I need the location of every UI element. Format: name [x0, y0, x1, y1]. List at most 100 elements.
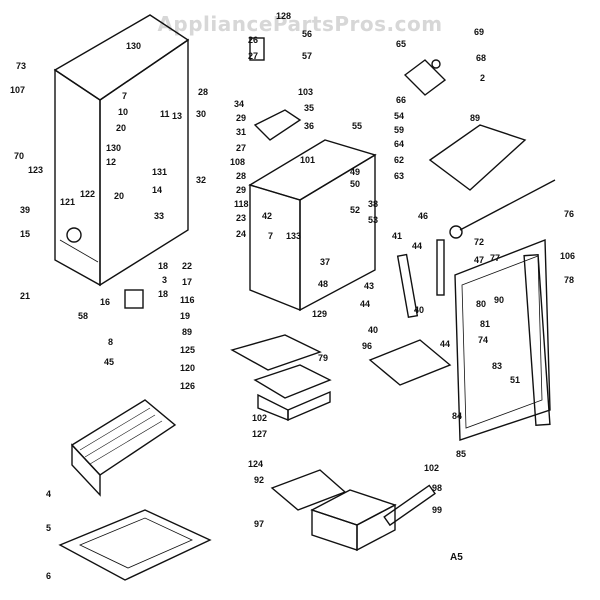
- callout-44b: 44: [360, 299, 371, 309]
- callout-46: 46: [418, 211, 429, 221]
- callout-49: 49: [350, 167, 361, 177]
- callout-3: 3: [162, 275, 168, 285]
- callout-85: 85: [456, 449, 467, 459]
- callout-120: 120: [180, 363, 196, 373]
- callout-40b: 40: [368, 325, 379, 335]
- callout-54: 54: [394, 111, 405, 121]
- callout-30: 30: [196, 109, 207, 119]
- callout-31: 31: [236, 127, 247, 137]
- callout-84: 84: [452, 411, 463, 421]
- callout-52: 52: [350, 205, 361, 215]
- callout-107: 107: [10, 85, 26, 95]
- diagram-code: A5: [450, 552, 463, 563]
- callout-32: 32: [196, 175, 207, 185]
- callout-19: 19: [180, 311, 191, 321]
- callout-92: 92: [254, 475, 265, 485]
- callout-90: 90: [494, 295, 505, 305]
- callout-37: 37: [320, 257, 331, 267]
- callout-65: 65: [396, 39, 407, 49]
- callout-26: 26: [248, 35, 259, 45]
- bottom-crisper: [270, 469, 397, 552]
- callout-73: 73: [16, 61, 27, 71]
- callout-69: 69: [474, 27, 485, 37]
- callout-2: 2: [480, 73, 486, 83]
- callout-129: 129: [312, 309, 328, 319]
- callout-13: 13: [172, 111, 183, 121]
- callout-121: 121: [60, 197, 76, 207]
- callout-12: 12: [106, 157, 117, 167]
- callout-29a: 29: [236, 113, 247, 123]
- callout-15: 15: [20, 229, 31, 239]
- callout-6: 6: [46, 571, 52, 581]
- callout-48: 48: [318, 279, 329, 289]
- callout-28b: 28: [236, 171, 247, 181]
- callout-43: 43: [364, 281, 375, 291]
- callout-14: 14: [152, 185, 163, 195]
- callout-16: 16: [100, 297, 111, 307]
- callout-102b: 102: [424, 463, 440, 473]
- callout-27b: 27: [236, 143, 247, 153]
- callout-133: 133: [286, 231, 302, 241]
- callout-55: 55: [352, 121, 363, 131]
- callout-62: 62: [394, 155, 405, 165]
- callout-130a: 130: [126, 41, 142, 51]
- callout-18a: 18: [158, 261, 169, 271]
- callout-89b: 89: [470, 113, 481, 123]
- callout-40a: 40: [414, 305, 425, 315]
- callout-80: 80: [476, 299, 487, 309]
- callout-42: 42: [262, 211, 273, 221]
- callout-125: 125: [180, 345, 196, 355]
- callout-106: 106: [560, 251, 576, 261]
- callout-63: 63: [394, 171, 405, 181]
- callout-20: 20: [116, 123, 127, 133]
- callout-50: 50: [350, 179, 361, 189]
- callout-77: 77: [490, 253, 501, 263]
- callout-29b: 29: [236, 185, 247, 195]
- callout-68: 68: [476, 53, 487, 63]
- callout-74: 74: [478, 335, 489, 345]
- callout-128: 128: [276, 11, 292, 21]
- callout-78: 78: [564, 275, 575, 285]
- callout-5: 5: [46, 523, 52, 533]
- callout-89: 89: [182, 327, 193, 337]
- liner-box: [248, 139, 377, 312]
- callout-57: 57: [302, 51, 313, 61]
- callout-126: 126: [180, 381, 196, 391]
- callout-41: 41: [392, 231, 403, 241]
- crisper-shelves: [230, 334, 452, 422]
- callout-45: 45: [104, 357, 115, 367]
- callout-33: 33: [154, 211, 165, 221]
- callout-122: 122: [80, 189, 96, 199]
- cabinet-shell: [53, 14, 190, 287]
- door-frame: [454, 238, 551, 441]
- callout-64: 64: [394, 139, 405, 149]
- callout-59: 59: [394, 125, 405, 135]
- callout-81: 81: [480, 319, 491, 329]
- callout-10: 10: [118, 107, 129, 117]
- callout-83: 83: [492, 361, 503, 371]
- callout-53: 53: [368, 215, 379, 225]
- callout-51: 51: [510, 375, 521, 385]
- callout-44a: 44: [412, 241, 423, 251]
- callout-18b: 18: [158, 289, 169, 299]
- callout-72: 72: [474, 237, 485, 247]
- callout-20b: 20: [114, 191, 125, 201]
- callout-108: 108: [230, 157, 246, 167]
- callout-35: 35: [304, 103, 315, 113]
- callout-38: 38: [368, 199, 379, 209]
- callout-102a: 102: [252, 413, 268, 423]
- callout-4: 4: [46, 489, 52, 499]
- drain-pan: [58, 509, 212, 581]
- callout-34: 34: [234, 99, 245, 109]
- callout-28a: 28: [198, 87, 209, 97]
- callout-7b: 7: [268, 231, 274, 241]
- callout-96: 96: [362, 341, 373, 351]
- callout-27a: 27: [248, 51, 259, 61]
- callout-97: 97: [254, 519, 265, 529]
- hinge-parts: [66, 37, 556, 527]
- callout-118: 118: [234, 199, 249, 209]
- callout-66: 66: [396, 95, 407, 105]
- callout-8: 8: [108, 337, 114, 347]
- callout-47: 47: [474, 255, 485, 265]
